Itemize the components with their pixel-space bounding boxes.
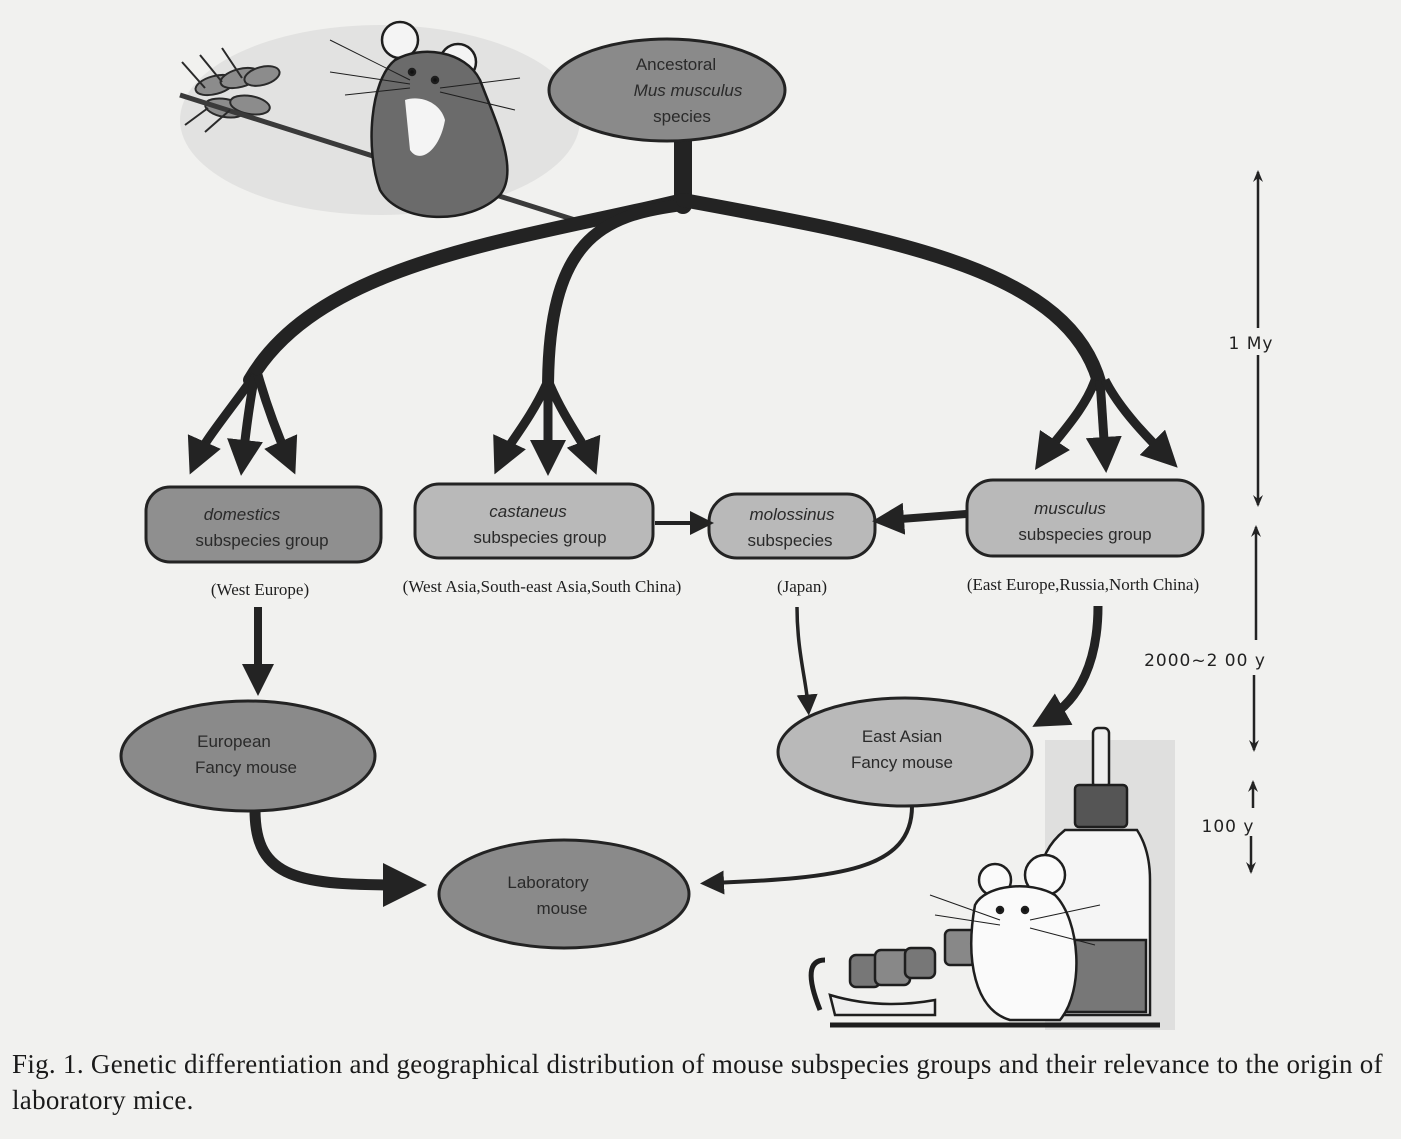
molossinus-region: (Japan)	[777, 577, 827, 596]
molossinus-type: subspecies	[747, 531, 832, 550]
musculus-name: musculus	[1034, 499, 1106, 518]
castaneus-type: subspecies group	[473, 528, 606, 547]
node-ancestor: Ancestoral Mus musculus species	[547, 37, 787, 143]
domestics-region: (West Europe)	[211, 580, 309, 599]
food-dish-icon	[828, 928, 977, 1017]
ancestor-line3: species	[653, 107, 711, 126]
east-asian-fancy-line2: Fancy mouse	[851, 753, 953, 772]
node-molossinus: molossinus subspecies	[707, 492, 877, 560]
node-castaneus: castaneus subspecies group	[413, 482, 655, 560]
arrow-molossinus-to-east-asian-fancy	[795, 606, 818, 716]
european-fancy-line2: Fancy mouse	[195, 758, 297, 777]
node-domestics: domestics subspecies group	[144, 485, 383, 564]
ancestor-line2: Mus musculus	[634, 81, 743, 100]
domestics-fan-arrows	[187, 372, 298, 476]
ancestor-branches	[243, 131, 1107, 396]
timescale-1my-label: 1 My	[1229, 334, 1274, 354]
branch-to-castaneus	[542, 199, 689, 396]
arrow-european-fancy-to-laboratory	[249, 809, 427, 907]
musculus-type: subspecies group	[1018, 525, 1151, 544]
wheat-ear-icon	[179, 47, 576, 223]
east-asian-fancy-line1: East Asian	[862, 727, 942, 746]
castaneus-fan-arrows	[493, 383, 601, 476]
timescale-100y-label: 100 y	[1202, 817, 1255, 837]
arrow-east-asian-fancy-to-laboratory	[700, 805, 914, 895]
wild-mouse-with-wheat-illustration	[179, 20, 580, 223]
figure-caption: Fig. 1. Genetic differentiation and geog…	[12, 1049, 1383, 1115]
musculus-fan-arrows	[1035, 377, 1178, 473]
european-fancy-line1: European	[197, 732, 271, 751]
node-east-asian-fancy: East Asian Fancy mouse	[776, 696, 1034, 808]
mouse-lineage-diagram: Ancestoral Mus musculus species domestic…	[119, 20, 1274, 1030]
white-mouse-icon	[808, 853, 1101, 1022]
molossinus-name: molossinus	[749, 505, 835, 524]
branch-to-musculus	[676, 193, 1107, 392]
castaneus-name: castaneus	[489, 502, 567, 521]
ancestor-line1: Ancestoral	[636, 55, 716, 74]
timescale-2000y-label: 2000~2 00 y	[1144, 651, 1266, 671]
mouse-body-icon	[329, 20, 521, 219]
timescale	[1246, 170, 1263, 874]
laboratory-line2: mouse	[536, 899, 587, 918]
arrow-musculus-to-east-asian-fancy	[1032, 605, 1103, 727]
node-musculus: musculus subspecies group	[965, 478, 1205, 558]
lab-mouse-with-bottle-illustration	[808, 726, 1175, 1030]
branch-to-domestics	[243, 193, 690, 387]
domestics-type: subspecies group	[195, 531, 328, 550]
arrow-musculus-to-molossinus	[872, 502, 967, 535]
laboratory-line1: Laboratory	[507, 873, 589, 892]
node-laboratory: Laboratory mouse	[437, 838, 691, 950]
node-european-fancy: European Fancy mouse	[119, 699, 377, 813]
musculus-region: (East Europe,Russia,North China)	[967, 575, 1199, 594]
castaneus-region: (West Asia,South-east Asia,South China)	[403, 577, 682, 596]
domestics-name: domestics	[204, 505, 281, 524]
